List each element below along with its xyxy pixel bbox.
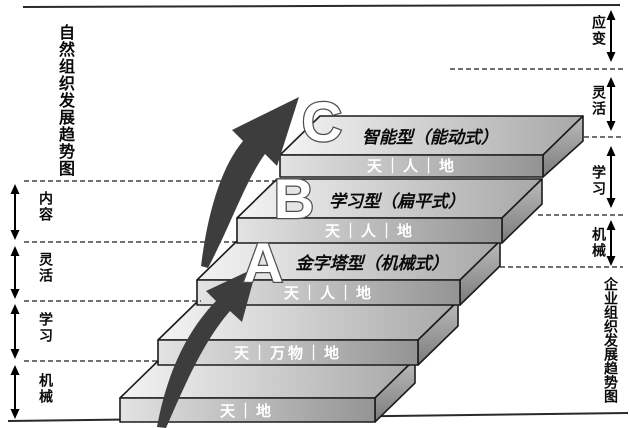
step-1-front-face bbox=[119, 397, 376, 423]
step-4-front-label: 天｜人｜地 bbox=[325, 222, 415, 240]
left-axis-label-mechanical: 机械 bbox=[38, 373, 54, 405]
step-4: 天｜人｜地 学习型（扁平式） bbox=[236, 178, 543, 244]
step-3-title: 金字塔型（机械式） bbox=[296, 254, 449, 273]
step-5-title: 智能型（能动式） bbox=[362, 128, 498, 147]
left-axis-label-learning: 学习 bbox=[38, 312, 54, 344]
right-axis-title: 企业组织发展趋势图 bbox=[603, 277, 619, 403]
step-3-front-face bbox=[196, 279, 461, 306]
step-4-front-face bbox=[236, 217, 503, 244]
step-5: 天｜人｜地 智能型（能动式） bbox=[279, 115, 584, 178]
right-axis-label-mechanical: 机械 bbox=[591, 227, 607, 259]
step-2-front-label: 天｜万物｜地 bbox=[234, 344, 342, 362]
left-axis-title: 自然组织发展趋势图 bbox=[56, 24, 73, 177]
right-axis-label-flexible: 灵活 bbox=[591, 85, 607, 117]
top-border-line bbox=[22, 4, 621, 8]
step-3: 天｜人｜地 金字塔型（机械式） bbox=[196, 240, 501, 306]
step-3-letter: A bbox=[243, 231, 283, 294]
step-3-front-label: 天｜人｜地 bbox=[284, 284, 374, 302]
curved-growth-arrow-upper bbox=[201, 97, 299, 268]
right-range-arrows bbox=[606, 10, 616, 266]
step-5-letter: C bbox=[302, 90, 342, 153]
left-axis-label-content: 内容 bbox=[38, 191, 54, 223]
right-axis-label-learning: 学习 bbox=[591, 165, 607, 197]
step-4-letter: B bbox=[274, 167, 314, 230]
step-2: 天｜万物｜地 bbox=[157, 300, 459, 366]
right-axis-label-adaptive: 应变 bbox=[591, 15, 607, 47]
left-axis-label-flexible: 灵活 bbox=[38, 252, 54, 284]
step-5-front-face bbox=[279, 154, 544, 178]
step-5-front-label: 天｜人｜地 bbox=[367, 157, 457, 175]
step-1: 天｜地 bbox=[119, 358, 416, 423]
step-4-title: 学习型（扁平式） bbox=[329, 192, 465, 211]
left-range-arrows bbox=[10, 184, 20, 419]
step-2-front-face bbox=[157, 339, 419, 366]
step-1-front-label: 天｜地 bbox=[220, 402, 274, 420]
curved-growth-arrow-lower bbox=[157, 267, 257, 428]
